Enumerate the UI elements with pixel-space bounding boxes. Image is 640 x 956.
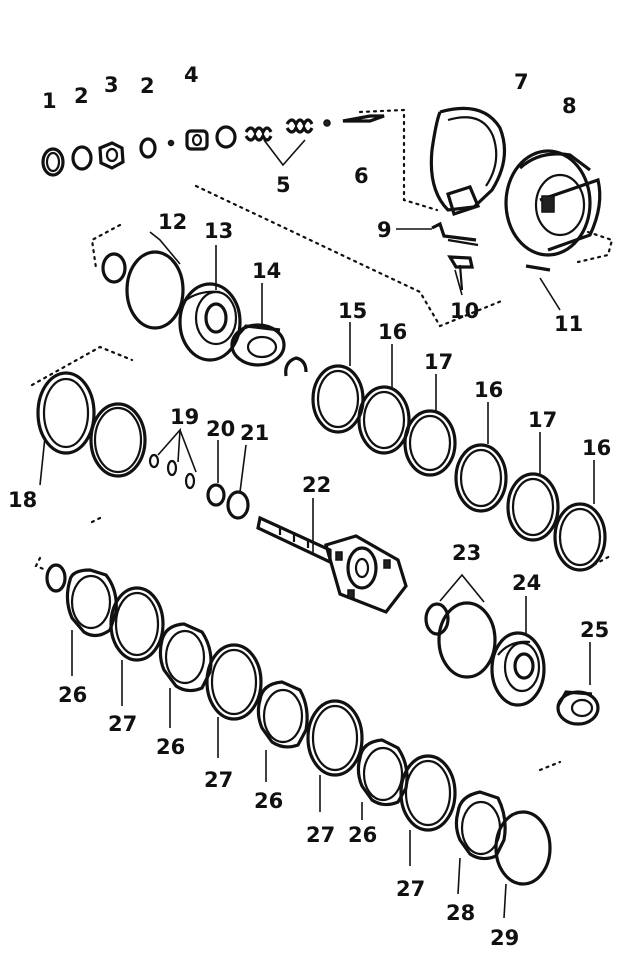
part-12-seal-large: [125, 250, 185, 330]
part-6-pin: [342, 114, 385, 123]
part-16-disc-b: [454, 443, 508, 513]
callout-24: 24: [512, 571, 541, 595]
part-9-lever: [431, 221, 479, 247]
part-check-ball: [323, 119, 331, 127]
part-7-band: [429, 106, 507, 217]
callout-5: 5: [276, 173, 291, 197]
callout-1: 1: [42, 89, 57, 113]
part-16-disc-c: [553, 502, 607, 572]
part-18-plate: [36, 371, 96, 455]
part-14-snap-ring: [284, 356, 308, 377]
band-outline-top: [358, 108, 439, 212]
part-16-disc-a: [357, 385, 411, 455]
part-3-nut: [98, 141, 125, 170]
part-4-washer: [215, 125, 237, 149]
part-22-shaft-hub: [256, 515, 408, 614]
callout-6: 6: [354, 164, 369, 188]
callout-20: 20: [206, 417, 235, 441]
callout-16b: 16: [474, 378, 503, 402]
callout-16c: 16: [582, 436, 611, 460]
part-10-link: [447, 255, 474, 291]
clutch-pack: [65, 568, 552, 886]
callout-28: 28: [446, 901, 475, 925]
part-5-spring-a: [244, 126, 273, 142]
part-15-plate: [311, 364, 365, 434]
callout-26d: 26: [348, 823, 377, 847]
part-8-drum: [504, 149, 602, 257]
part-17-plate-b: [506, 472, 560, 542]
callout-10: 10: [450, 299, 479, 323]
callout-26a: 26: [58, 683, 87, 707]
callout-27c: 27: [306, 823, 335, 847]
part-5-spring-b: [285, 118, 314, 134]
callout-2b: 2: [140, 74, 155, 98]
part-19-springs: [148, 453, 196, 490]
part-17-plate-a: [403, 409, 457, 477]
callout-29: 29: [490, 926, 519, 950]
callout-22: 22: [302, 473, 331, 497]
part-11-pin: [525, 264, 551, 272]
callout-12: 12: [158, 210, 187, 234]
part-27-disc-a: [109, 586, 165, 662]
callout-11: 11: [554, 312, 583, 336]
part-small-ball: [167, 139, 175, 147]
callout-7: 7: [514, 70, 529, 94]
callout-23: 23: [452, 541, 481, 565]
callout-17a: 17: [424, 350, 453, 374]
part-26-plate-c: [256, 680, 309, 749]
callout-27b: 27: [204, 768, 233, 792]
part-23-seal: [437, 601, 497, 679]
part-clutch-o-ring: [45, 563, 67, 593]
callout-27d: 27: [396, 877, 425, 901]
part-13-piston: [178, 282, 242, 362]
callout-3: 3: [104, 73, 119, 97]
callout-2a: 2: [74, 84, 89, 108]
callout-16a: 16: [378, 320, 407, 344]
part-25-retainer: [556, 690, 600, 726]
part-18-seal: [89, 402, 147, 478]
callout-26c: 26: [254, 789, 283, 813]
part-2-o-ring-a: [71, 145, 93, 171]
part-27-disc-b: [205, 643, 263, 721]
part-14-spring-retainer: [230, 323, 286, 367]
part-1-seal-ring: [41, 147, 65, 177]
callout-15: 15: [338, 299, 367, 323]
callout-13: 13: [204, 219, 233, 243]
callout-26b: 26: [156, 735, 185, 759]
part-27-disc-d: [399, 754, 457, 832]
callout-27a: 27: [108, 712, 137, 736]
part-24-piston: [490, 631, 546, 707]
part-12-o-ring-small: [101, 252, 127, 284]
callout-21: 21: [240, 421, 269, 445]
part-20-washer: [206, 483, 226, 507]
part-29-snap-ring: [494, 810, 552, 886]
callout-9: 9: [377, 218, 392, 242]
callout-19: 19: [170, 405, 199, 429]
callout-18: 18: [8, 488, 37, 512]
callout-4: 4: [184, 63, 199, 87]
part-27-disc-c: [306, 699, 364, 777]
part-2-o-ring-b: [139, 137, 157, 159]
part-26-plate-a: [65, 568, 118, 638]
callout-14: 14: [252, 259, 281, 283]
callout-8: 8: [562, 94, 577, 118]
part-28-pressure-plate: [454, 790, 507, 861]
callout-17b: 17: [528, 408, 557, 432]
part-4-plug: [185, 129, 209, 151]
callout-25: 25: [580, 618, 609, 642]
part-23-o-ring: [424, 602, 450, 636]
part-21-snap-ring: [226, 490, 250, 520]
